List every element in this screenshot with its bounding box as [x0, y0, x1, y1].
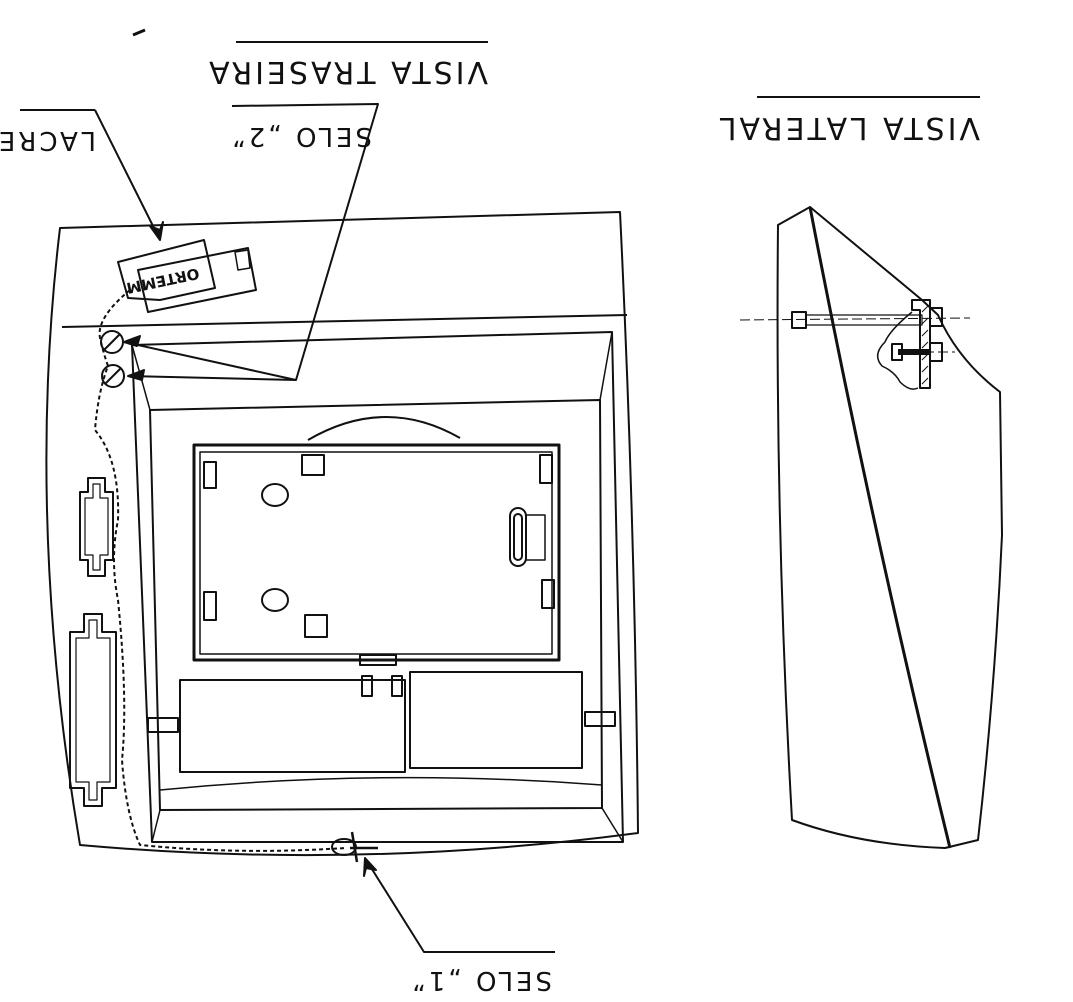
lacre-label-text: LACRE	[0, 125, 96, 155]
battery-compartment-left	[179, 679, 406, 773]
housing-outline	[45, 211, 639, 857]
screw-seal-top	[100, 330, 124, 354]
leader-selo-2-arrows	[123, 335, 145, 381]
rear-view-title: VISTA TRASEIRA	[206, 54, 488, 89]
recess-inner	[149, 399, 603, 811]
selo-1-label-text: SELO „1”	[409, 965, 552, 995]
plate-clip	[359, 654, 397, 666]
rear-view	[20, 41, 639, 953]
port-large	[69, 613, 117, 807]
selo-1-label: SELO „1”	[409, 965, 552, 995]
side-bolt-head	[891, 343, 903, 361]
selo-2-label-text: SELO „2”	[229, 121, 372, 151]
mounting-plate-inner	[199, 451, 553, 655]
housing-seam	[61, 314, 628, 328]
stray-mark	[132, 28, 146, 37]
logo: ORTEMM	[125, 264, 201, 297]
side-front-edge	[808, 206, 952, 849]
seal-wire	[94, 289, 346, 852]
leader-lacre	[20, 109, 161, 241]
side-nut-top	[929, 307, 943, 327]
logo-text: ORTEMM	[125, 264, 201, 297]
plate-hole	[261, 483, 289, 507]
side-clip-left	[147, 717, 179, 733]
leader-selo-1	[364, 857, 555, 953]
leader-selo-1-arrow	[363, 857, 377, 877]
battery-compartment-right	[409, 671, 583, 769]
side-screw-shaft	[805, 314, 923, 326]
plate-tab	[541, 579, 555, 609]
plate-hump	[307, 416, 461, 441]
plate-slot-guide	[526, 514, 546, 561]
selo-1-pin	[331, 831, 378, 863]
recess-bottom-curve	[159, 776, 603, 791]
side-housing	[776, 206, 1003, 849]
side-axis-line	[739, 317, 971, 353]
side-bracket-hatch	[921, 305, 929, 385]
port-large-inner	[75, 619, 111, 801]
side-screw-head	[791, 311, 807, 329]
side-breakout	[876, 311, 919, 390]
plate-tab	[301, 454, 325, 476]
side-view-title-text: VISTA LATERAL	[717, 110, 980, 145]
plate-tab	[539, 454, 553, 484]
mounting-plate	[192, 443, 561, 662]
plate-tab	[304, 614, 328, 638]
leader-selo-2	[123, 103, 379, 381]
side-bracket	[911, 299, 931, 389]
side-clip-right	[584, 711, 616, 727]
screw-seal-bottom	[101, 364, 125, 388]
selo-2-label: SELO „2”	[229, 121, 372, 151]
plate-tab	[203, 591, 217, 621]
plate-hole	[261, 588, 289, 612]
side-view-title: VISTA LATERAL	[717, 110, 980, 145]
port-small-inner	[84, 483, 109, 571]
lacre-label: LACRE	[0, 125, 96, 155]
plate-tab	[203, 461, 217, 489]
compartment-latch	[361, 675, 373, 697]
compartment-latch	[391, 675, 403, 697]
side-view	[739, 96, 1003, 849]
plate-slot-inner	[513, 513, 523, 561]
plate-slot	[509, 507, 527, 567]
leader-lacre-arrow	[149, 221, 164, 241]
rear-view-title-text: VISTA TRASEIRA	[206, 54, 488, 89]
